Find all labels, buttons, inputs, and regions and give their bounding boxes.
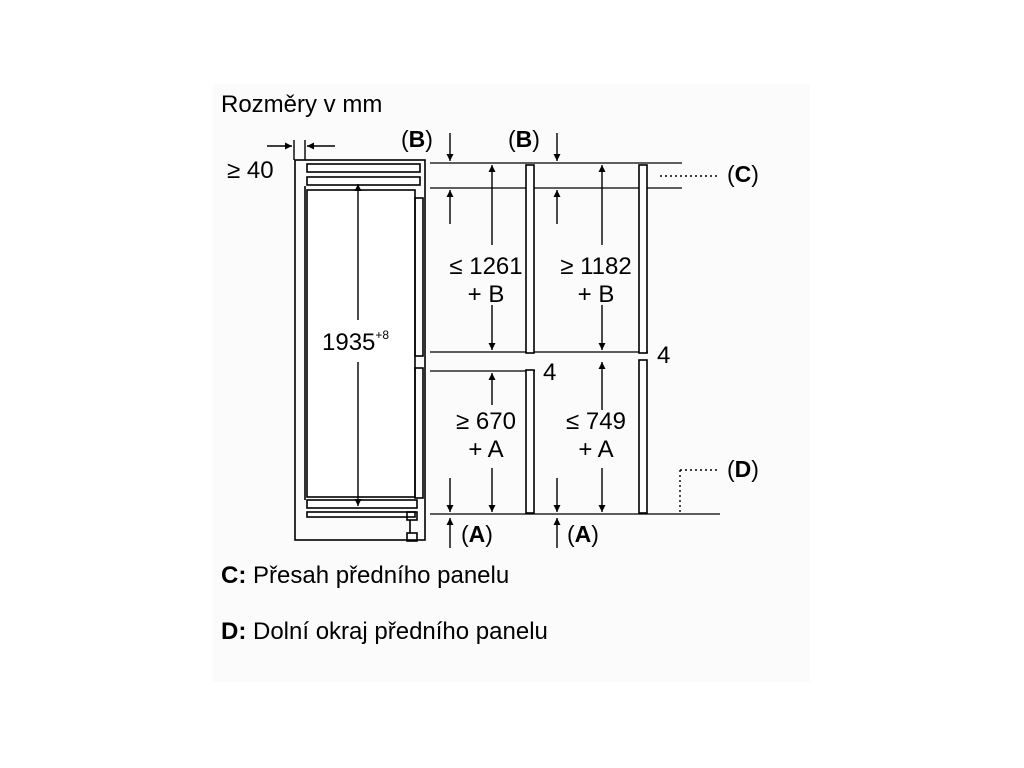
right-upper-dim-line1: ≥ 1182 xyxy=(560,253,632,280)
left-lower-panel xyxy=(525,369,535,514)
gap-4-left: 4 xyxy=(543,359,557,386)
top-cap xyxy=(306,163,421,173)
appliance-outline xyxy=(294,159,426,542)
ref-a-right-letter: A xyxy=(574,521,592,547)
left-upper-dim-line1: ≤ 1261 xyxy=(449,253,523,280)
legend-item-c: C: Přesah předního panelu xyxy=(221,564,509,588)
ref-a-left: (A) xyxy=(461,521,493,547)
ref-a-right: (A) xyxy=(567,521,599,547)
height-label: 1935+8 xyxy=(322,328,390,356)
left-upper-panel xyxy=(525,164,535,354)
right-lower-panel xyxy=(638,359,648,514)
ref-d: (D) xyxy=(727,456,759,482)
right-upper-dim-line2: + B xyxy=(577,281,615,308)
gap-40-label: ≥ 40 xyxy=(227,157,274,184)
right-lower-dim-line2: + A xyxy=(578,436,614,463)
front-panels xyxy=(525,164,648,514)
niche-dimensions xyxy=(488,165,606,512)
a-arrows xyxy=(446,478,561,548)
lower-door xyxy=(414,367,424,499)
left-lower-dim-line2: + A xyxy=(468,436,504,463)
legend-text-d: Dolní okraj předního panelu xyxy=(253,618,548,645)
right-lower-dim-line1: ≤ 749 xyxy=(566,408,626,435)
ref-a-left-letter: A xyxy=(468,521,486,547)
ref-b-right: (B) xyxy=(508,126,540,152)
legend-key-c: C: xyxy=(221,562,247,589)
ref-b-left-letter: B xyxy=(408,126,426,152)
height-tolerance: +8 xyxy=(375,328,390,342)
legend-item-d: D: Dolní okraj předního panelu xyxy=(221,620,548,644)
ref-b-right-letter: B xyxy=(515,126,533,152)
gap-40-dimension xyxy=(267,140,335,160)
ref-c-letter: C xyxy=(734,161,752,187)
upper-door xyxy=(414,197,424,357)
right-upper-panel xyxy=(638,164,648,354)
legend-text-c: Přesah předního panelu xyxy=(253,562,510,589)
gap-4-right: 4 xyxy=(657,342,671,369)
cabinet-side xyxy=(294,159,426,541)
base-rail xyxy=(306,499,418,509)
b-arrows xyxy=(446,133,561,224)
legend-key-d: D: xyxy=(221,618,247,645)
ref-d-letter: D xyxy=(734,456,752,482)
top-rail xyxy=(306,176,421,186)
left-lower-dim-line1: ≥ 670 xyxy=(456,408,516,435)
ref-c: (C) xyxy=(727,161,759,187)
diagram-title: Rozměry v mm xyxy=(221,91,383,118)
height-value: 1935 xyxy=(322,329,376,356)
left-upper-dim-line2: + B xyxy=(467,281,505,308)
dotted-guides xyxy=(660,175,720,514)
ref-b-left: (B) xyxy=(401,126,433,152)
